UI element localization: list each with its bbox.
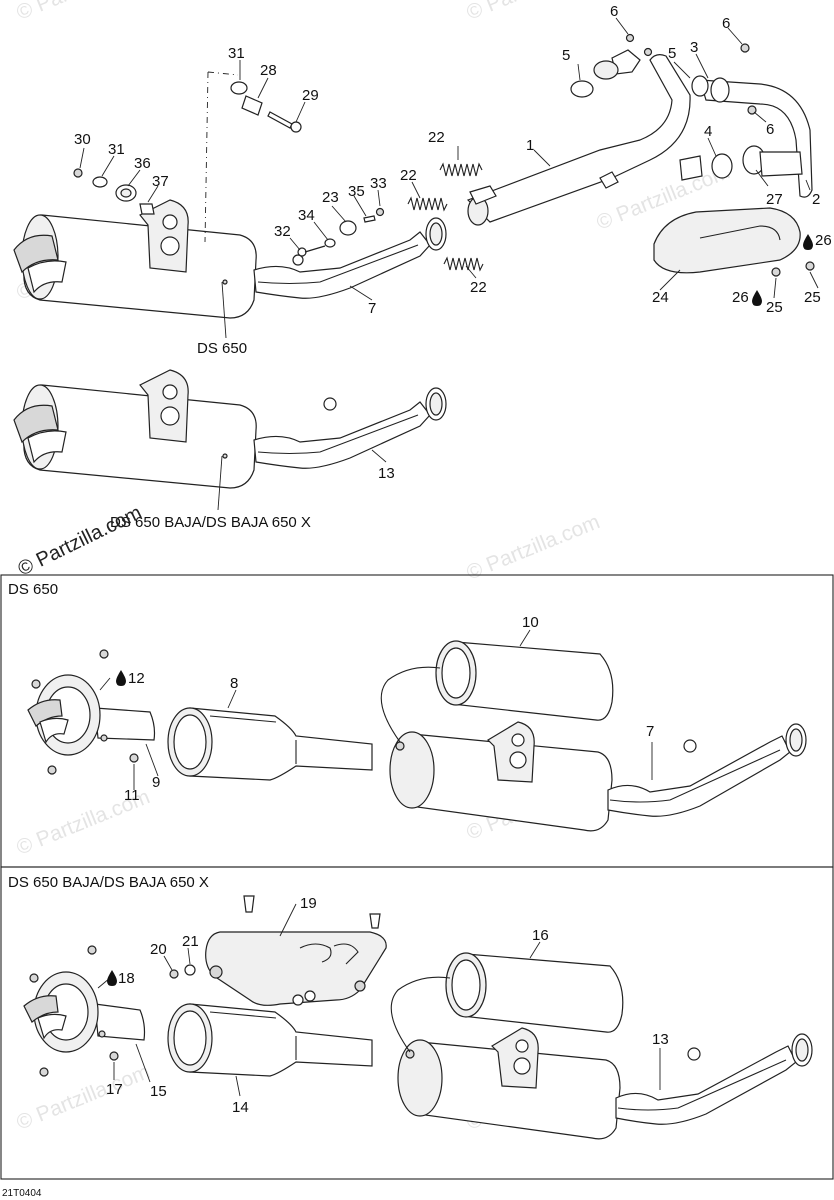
callout-7: 7 bbox=[368, 300, 376, 317]
callout-13: 13 bbox=[378, 465, 395, 482]
watermark: © Partzilla.com bbox=[463, 0, 603, 25]
callout-17: 17 bbox=[106, 1081, 123, 1098]
callout-4: 4 bbox=[704, 123, 712, 140]
callout-15: 15 bbox=[150, 1083, 167, 1100]
loctite-drop-icon bbox=[752, 290, 762, 306]
header-pipes bbox=[466, 33, 815, 277]
watermark: © Partzilla.com bbox=[13, 0, 153, 25]
callout-2: 2 bbox=[812, 191, 820, 208]
callout-19: 19 bbox=[300, 895, 317, 912]
callout-3: 3 bbox=[690, 39, 698, 56]
muffler-assembly-ds650-top bbox=[13, 199, 447, 319]
panel-baja-leaders bbox=[97, 903, 661, 1097]
panel-baja-frame bbox=[0, 866, 834, 1180]
callout-33: 33 bbox=[370, 175, 387, 192]
callout-5: 5 bbox=[562, 47, 570, 64]
loctite-drop-icon bbox=[107, 970, 117, 986]
callout-27: 27 bbox=[766, 191, 783, 208]
callout-26: 26 bbox=[732, 289, 749, 306]
callout-6: 6 bbox=[722, 15, 730, 32]
caption-ds650: DS 650 bbox=[197, 340, 247, 357]
callout-34: 34 bbox=[298, 207, 315, 224]
reference-code: 21T0404 bbox=[2, 1188, 42, 1199]
callout-31: 31 bbox=[108, 141, 125, 158]
caption-baja: DS 650 BAJA/DS BAJA 650 X bbox=[110, 514, 311, 531]
callout-5: 5 bbox=[668, 45, 676, 62]
callout-10: 10 bbox=[522, 614, 539, 631]
callout-8: 8 bbox=[230, 675, 238, 692]
copyright-text: © Partzilla.com bbox=[15, 502, 146, 581]
callout-31: 31 bbox=[228, 45, 245, 62]
callout-7: 7 bbox=[646, 723, 654, 740]
panel-ds650-title: DS 650 bbox=[8, 581, 58, 598]
callout-22: 22 bbox=[428, 129, 445, 146]
callout-16: 16 bbox=[532, 927, 549, 944]
callout-6: 6 bbox=[610, 3, 618, 20]
callout-29: 29 bbox=[302, 87, 319, 104]
panel-baja-callouts: 19 16 20 21 18 15 17 14 13 bbox=[106, 895, 669, 1116]
callout-37: 37 bbox=[152, 173, 169, 190]
muffler-assembly-baja-top bbox=[13, 369, 447, 489]
callout-21: 21 bbox=[182, 933, 199, 950]
callout-35: 35 bbox=[348, 183, 365, 200]
panel-ds650-leaders bbox=[99, 629, 653, 790]
callout-22: 22 bbox=[470, 279, 487, 296]
panel-baja-parts bbox=[23, 895, 813, 1140]
callout-24: 24 bbox=[652, 289, 669, 306]
callout-22: 22 bbox=[400, 167, 417, 184]
callout-20: 20 bbox=[150, 941, 167, 958]
loctite-drop-icon bbox=[803, 234, 813, 250]
callout-25: 25 bbox=[804, 289, 821, 306]
callout-13: 13 bbox=[652, 1031, 669, 1048]
callout-26: 26 bbox=[815, 232, 832, 249]
watermark: © Partzilla.com bbox=[463, 510, 603, 584]
top-callouts: 31 28 29 30 31 36 37 32 34 23 35 33 22 2… bbox=[74, 3, 832, 482]
panel-ds650-parts bbox=[27, 640, 807, 832]
callout-23: 23 bbox=[322, 189, 339, 206]
callout-1: 1 bbox=[526, 137, 534, 154]
callout-32: 32 bbox=[274, 223, 291, 240]
callout-9: 9 bbox=[152, 774, 160, 791]
springs bbox=[407, 162, 484, 272]
callout-25: 25 bbox=[766, 299, 783, 316]
callout-11: 11 bbox=[124, 787, 140, 804]
callout-14: 14 bbox=[232, 1099, 249, 1116]
watermark: © Partzilla.com bbox=[13, 1060, 153, 1134]
callout-6: 6 bbox=[766, 121, 774, 138]
top-leaders bbox=[79, 17, 819, 511]
panel-baja-title: DS 650 BAJA/DS BAJA 650 X bbox=[8, 874, 209, 891]
callout-18: 18 bbox=[118, 970, 135, 987]
callout-12: 12 bbox=[128, 670, 145, 687]
callout-28: 28 bbox=[260, 62, 277, 79]
muffler-hardware bbox=[73, 71, 385, 257]
panel-ds650-callouts: 10 8 12 9 11 7 bbox=[116, 614, 654, 804]
callout-36: 36 bbox=[134, 155, 151, 172]
loctite-drop-icon bbox=[116, 670, 126, 686]
callout-30: 30 bbox=[74, 131, 91, 148]
